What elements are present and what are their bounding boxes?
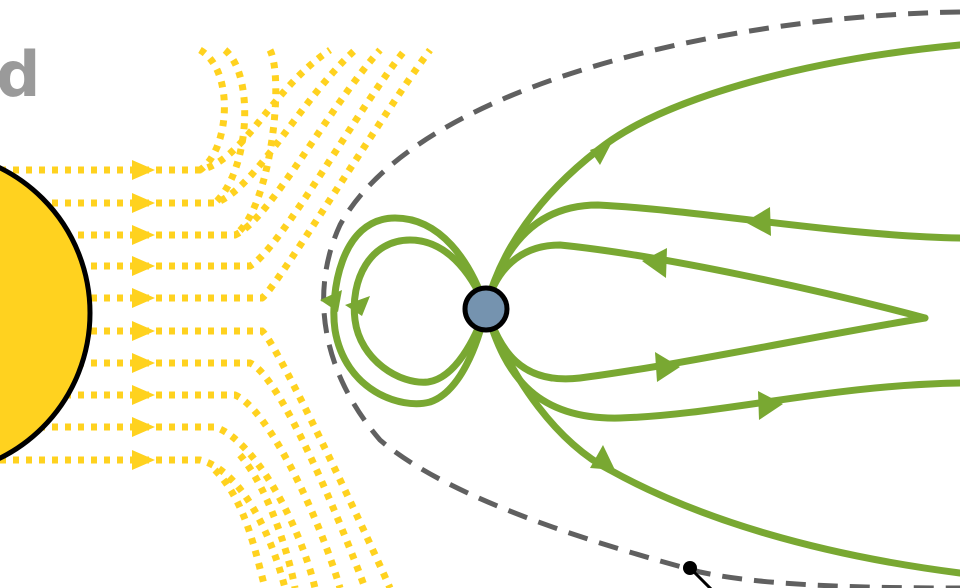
arrow-icon [642,248,667,278]
solar-wind-arrows [132,160,155,470]
leader-dot-icon [683,561,697,575]
sun-icon [0,151,90,475]
solar-wind-line [0,427,315,588]
arrow-icon [132,288,155,308]
arrow-icon [132,385,155,405]
tail-field-line [486,205,960,308]
solar-wind-line [200,50,224,170]
arrow-icon [132,225,155,245]
open-field-line [486,308,960,573]
arrow-icon [132,193,155,213]
solar-wind-line [0,460,285,588]
arrow-icon [132,160,155,180]
tail-field-line [486,245,925,318]
arrow-icon [132,450,155,470]
arrow-icon [655,352,680,382]
arrow-icon [132,353,155,373]
planet-icon [465,288,507,330]
magnetic-field-lines [334,45,960,573]
solar-wind-line [0,50,380,235]
arrow-icon [132,321,155,341]
tail-field-line [486,308,925,379]
arrow-icon [132,256,155,276]
arrow-icon [745,207,771,236]
solar-wind-line [0,50,330,170]
arrow-icon [758,391,783,420]
arrow-icon [132,417,155,437]
